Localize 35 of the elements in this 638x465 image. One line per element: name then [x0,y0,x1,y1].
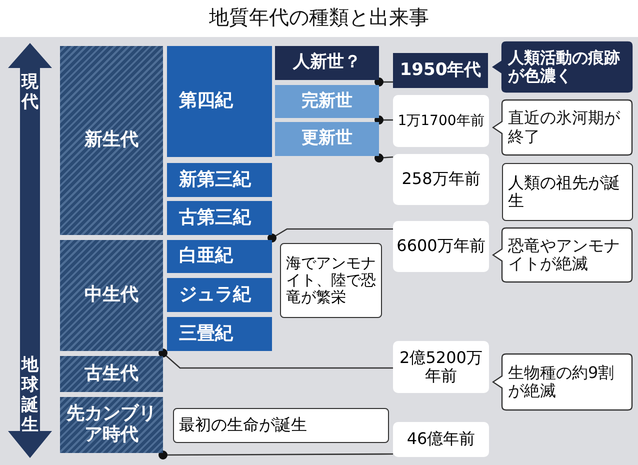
period-box: 三畳紀 [167,317,272,351]
leader-line [268,228,393,242]
speech-bubble: 人類活動の痕跡が色濃く [492,41,633,93]
period-box: 新第三紀 [167,163,272,197]
note-box: 最初の生命が誕生 [173,408,389,443]
date-box: 1万1700年前 [393,95,489,147]
era-box: 新生代 [60,46,163,235]
speech-bubble: 直近の氷河期が終了 [492,99,633,156]
period-box: 白亜紀 [167,240,272,273]
era-box: 古生代 [60,356,163,392]
leader-line [374,116,393,124]
speech-bubble: 生物種の約9割が絶滅 [492,353,633,411]
date-box: 258万年前 [393,154,489,205]
epoch-box: 人新世？ [275,46,379,80]
date-box: 2億5200万年前 [393,341,489,393]
leader-line [158,450,393,460]
date-box: 46億年前 [393,422,489,457]
leader-line [374,154,394,162]
epoch-box: 更新世 [275,122,379,156]
date-box: 6600万年前 [393,221,489,272]
era-box: 中生代 [60,240,163,351]
period-box: 第四紀 [167,46,272,157]
period-box: 古第三紀 [167,201,272,235]
title: 地質年代の種類と出来事 [208,4,430,31]
period-box: ジュラ紀 [167,278,272,312]
era-box: 先カンブリア時代 [60,397,163,453]
axis-label: 現代 [20,72,40,112]
date-box: 1950年代 [393,53,488,88]
epoch-box: 完新世 [275,85,379,118]
note-box: 海でアンモナイト、陸で恐竜が繁栄 [280,243,382,318]
leader-line [374,78,393,86]
note-box: 人類の祖先が誕生 [502,163,633,221]
speech-bubble: 恐竜やアンモナイトが絶滅 [492,227,633,283]
leader-line [158,348,393,369]
axis-label: 地球誕生 [20,355,40,435]
